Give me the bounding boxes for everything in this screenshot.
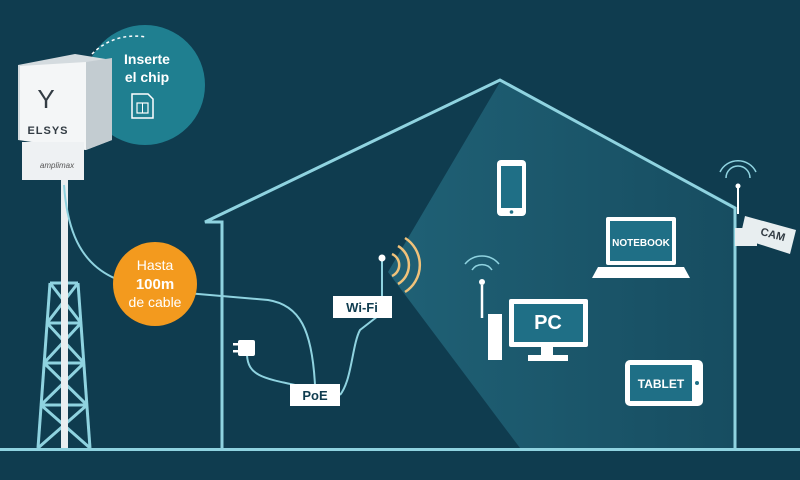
wifi-box xyxy=(333,296,392,318)
wifi-label: Wi-Fi xyxy=(346,300,378,315)
tablet-icon xyxy=(625,360,703,406)
wifi-coverage-beam xyxy=(388,82,736,448)
ground-line xyxy=(0,448,800,451)
tablet-label: TABLET xyxy=(638,377,685,391)
wifi-waves-icon xyxy=(391,236,422,294)
cable-badge-line3: de cable xyxy=(129,294,182,310)
chip-callout-circle xyxy=(85,25,205,145)
cable-badge-line1: Hasta xyxy=(137,257,174,273)
poe-box xyxy=(290,384,340,406)
smartphone-icon xyxy=(497,160,526,216)
pc-monitor-icon xyxy=(479,279,588,361)
pc-signal-waves-icon xyxy=(464,255,500,271)
mast-pole xyxy=(61,170,68,448)
router-model: amplimax xyxy=(40,161,75,170)
insert-arrow-icon xyxy=(91,35,147,55)
chip-callout-line1: Inserte xyxy=(124,51,170,67)
sim-card-icon xyxy=(131,93,154,119)
wifi-antenna-tip xyxy=(378,254,386,262)
security-camera-icon xyxy=(719,160,796,254)
chip-callout-line2: el chip xyxy=(125,69,169,85)
cable-length-badge xyxy=(113,242,197,326)
power-plug-icon xyxy=(233,340,255,356)
router-unit xyxy=(18,54,112,180)
notebook-icon xyxy=(592,217,690,278)
cable-badge-line2: 100m xyxy=(136,276,174,293)
router-brand: ELSYS xyxy=(27,125,68,137)
house-outline xyxy=(204,78,737,448)
notebook-label: NOTEBOOK xyxy=(612,238,671,249)
router-logo: Y xyxy=(37,84,54,114)
poe-label: PoE xyxy=(302,388,328,403)
pc-label: PC xyxy=(534,312,562,334)
